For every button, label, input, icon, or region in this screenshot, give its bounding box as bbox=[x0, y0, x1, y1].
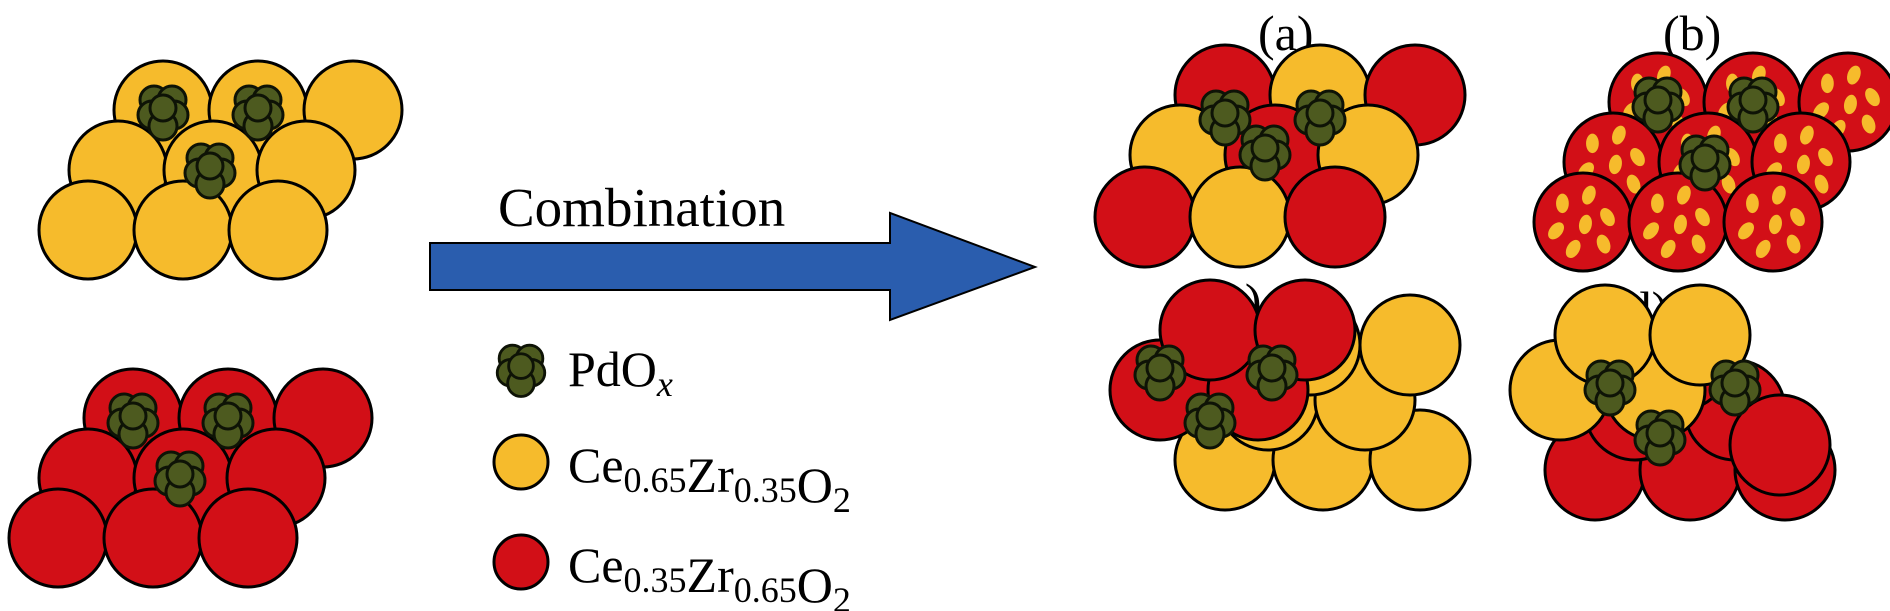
legend-item-ce035: Ce0.35Zr0.65O2 bbox=[492, 533, 851, 611]
legend-item-pdox: PdOx bbox=[495, 341, 673, 404]
support-sphere bbox=[227, 179, 329, 281]
pdox-cluster-icon bbox=[495, 343, 547, 398]
ce035zr065o2-support bbox=[7, 367, 374, 589]
legend-ce035-label: Ce0.35Zr0.65O2 bbox=[568, 537, 851, 611]
support-sphere bbox=[1188, 165, 1292, 269]
legend-pdox-label: PdOx bbox=[568, 341, 673, 404]
arrow-label: Combination bbox=[498, 177, 785, 238]
support-sphere bbox=[1728, 393, 1832, 497]
panel-c: (c) bbox=[1108, 273, 1472, 512]
support-sphere bbox=[1358, 293, 1462, 397]
support-sphere bbox=[7, 487, 109, 589]
panel-b-label: (b) bbox=[1663, 5, 1721, 61]
legend-ce065-label: Ce0.65Zr0.35O2 bbox=[568, 437, 851, 520]
mixed-sphere bbox=[1627, 171, 1729, 273]
legend-item-ce065: Ce0.65Zr0.35O2 bbox=[492, 433, 851, 520]
panel-d: (d) bbox=[1508, 281, 1837, 522]
support-sphere bbox=[37, 179, 139, 281]
yellow-sphere-icon bbox=[492, 433, 550, 491]
combination-arrow: Combination bbox=[429, 177, 1038, 322]
mixed-sphere bbox=[1722, 171, 1824, 273]
panel-b: (b) bbox=[1532, 5, 1890, 273]
mixed-sphere bbox=[1532, 171, 1634, 273]
support-sphere bbox=[1093, 165, 1197, 269]
support-sphere bbox=[197, 487, 299, 589]
red-sphere-icon bbox=[492, 533, 550, 591]
legend: PdOx Ce0.65Zr0.35O2 Ce0.35Zr0.65O2 bbox=[492, 341, 851, 611]
panel-a: (a) bbox=[1093, 5, 1467, 269]
ce065zr035o2-support bbox=[37, 59, 404, 281]
support-sphere bbox=[1283, 165, 1387, 269]
